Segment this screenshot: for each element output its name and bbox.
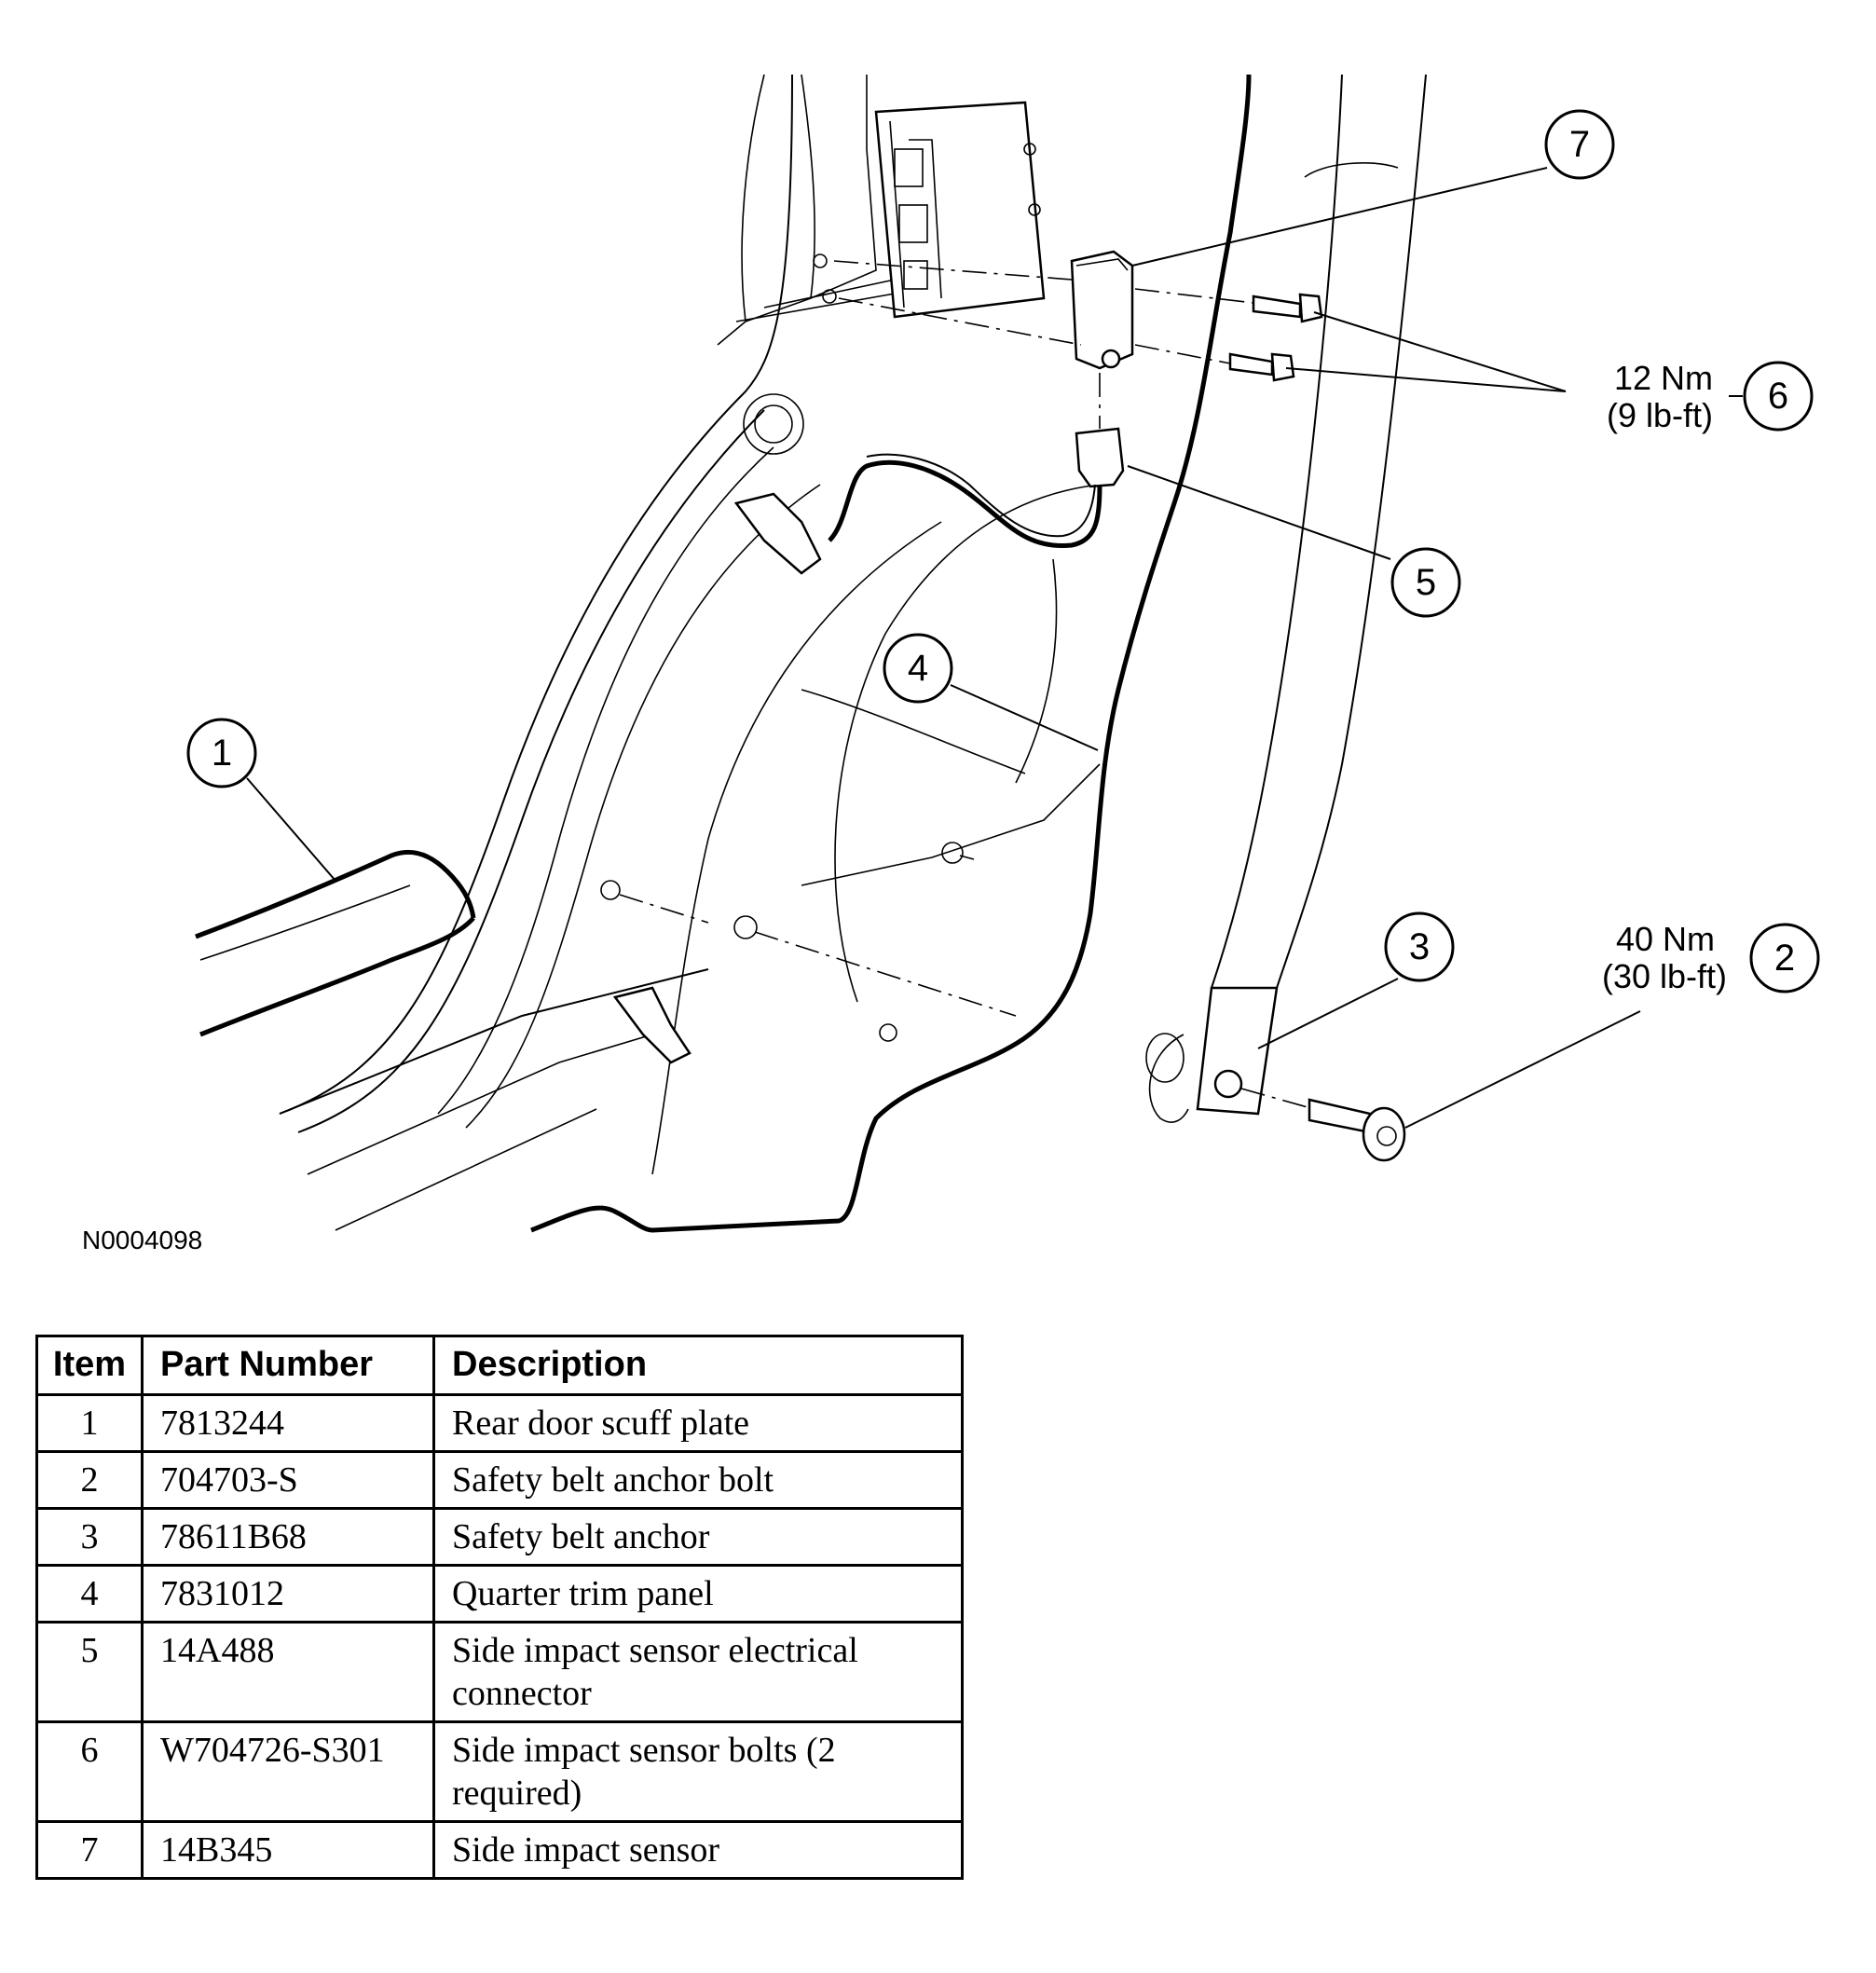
cell-part-number: 704703-S	[141, 1450, 435, 1510]
cell-part-number: 78611B68	[141, 1507, 435, 1567]
cell-item: 6	[35, 1720, 144, 1823]
electronic-module	[813, 101, 1046, 319]
figure-id: N0004098	[82, 1226, 202, 1254]
diagram-drawing: 7 6 5 4 1 3 2 12 Nm (9 lb-ft) 40 Nm (30 …	[82, 74, 1820, 1254]
cell-part-number: 14A488	[141, 1621, 435, 1723]
side-impact-sensor	[833, 250, 1254, 429]
cell-description: Quarter trim panel	[432, 1564, 964, 1624]
torque-2-nm: 40 Nm	[1616, 920, 1715, 958]
callout-5: 5	[1390, 547, 1461, 618]
callout-6: 6	[1743, 361, 1814, 432]
safety-belt-anchor-bolt	[1308, 1098, 1406, 1162]
callout-1: 1	[186, 718, 257, 788]
callout-2-label: 2	[1774, 938, 1795, 979]
safety-belt-anchor	[1145, 74, 1427, 1123]
cell-item: 7	[35, 1820, 144, 1880]
callout-3: 3	[1384, 911, 1455, 982]
callout-6-label: 6	[1768, 376, 1788, 417]
cell-part-number: 7813244	[141, 1393, 435, 1453]
cell-part-number: 7831012	[141, 1564, 435, 1624]
cell-part-number: W704726-S301	[141, 1720, 435, 1823]
callout-7-label: 7	[1569, 124, 1590, 165]
table-row: 1 7813244 Rear door scuff plate	[35, 1393, 964, 1453]
cell-description: Side impact sensor electrical connector	[432, 1621, 964, 1723]
callout-2: 2	[1749, 923, 1820, 993]
sensor-bolts	[1228, 293, 1323, 382]
cell-part-number: 14B345	[141, 1820, 435, 1880]
table-row: 5 14A488 Side impact sensor electrical c…	[35, 1621, 964, 1723]
callout-4: 4	[883, 633, 953, 704]
table-row: 6 W704726-S301 Side impact sensor bolts …	[35, 1720, 964, 1823]
column-header-part-number: Part Number	[141, 1335, 435, 1396]
callout-7: 7	[1544, 109, 1615, 180]
torque-2-lbft: (30 lb-ft)	[1602, 957, 1727, 995]
cell-item: 1	[35, 1393, 144, 1453]
cell-description: Safety belt anchor bolt	[432, 1450, 964, 1510]
table-row: 2 704703-S Safety belt anchor bolt	[35, 1450, 964, 1510]
callout-3-label: 3	[1409, 926, 1430, 967]
cell-description: Side impact sensor	[432, 1820, 964, 1880]
cell-description: Safety belt anchor	[432, 1507, 964, 1567]
table-row: 7 14B345 Side impact sensor	[35, 1820, 964, 1880]
callout-1-label: 1	[212, 733, 232, 774]
rear-door-scuff-plate	[195, 849, 476, 1037]
cell-item: 2	[35, 1450, 144, 1510]
torque-6-nm: 12 Nm	[1614, 359, 1713, 397]
table-row: 4 7831012 Quarter trim panel	[35, 1564, 964, 1624]
table-row: 3 78611B68 Safety belt anchor	[35, 1507, 964, 1567]
cell-description: Rear door scuff plate	[432, 1393, 964, 1453]
parts-table: Item Part Number Description 1 7813244 R…	[35, 1335, 964, 1880]
vehicle-body-lines	[279, 74, 1252, 1233]
cell-description: Side impact sensor bolts (2 required)	[432, 1720, 964, 1823]
callout-5-label: 5	[1416, 562, 1436, 603]
torque-6-lbft: (9 lb-ft)	[1607, 396, 1713, 434]
cell-item: 3	[35, 1507, 144, 1567]
callout-4-label: 4	[908, 648, 928, 689]
column-header-description: Description	[432, 1335, 964, 1396]
column-header-item: Item	[35, 1335, 144, 1396]
sensor-connector	[828, 427, 1125, 549]
leader-lines	[246, 167, 1771, 1129]
table-header-row: Item Part Number Description	[35, 1335, 964, 1396]
cell-item: 5	[35, 1621, 144, 1723]
cell-item: 4	[35, 1564, 144, 1624]
exploded-diagram: 7 6 5 4 1 3 2 12 Nm (9 lb-ft) 40 Nm (30 …	[82, 74, 1820, 1254]
